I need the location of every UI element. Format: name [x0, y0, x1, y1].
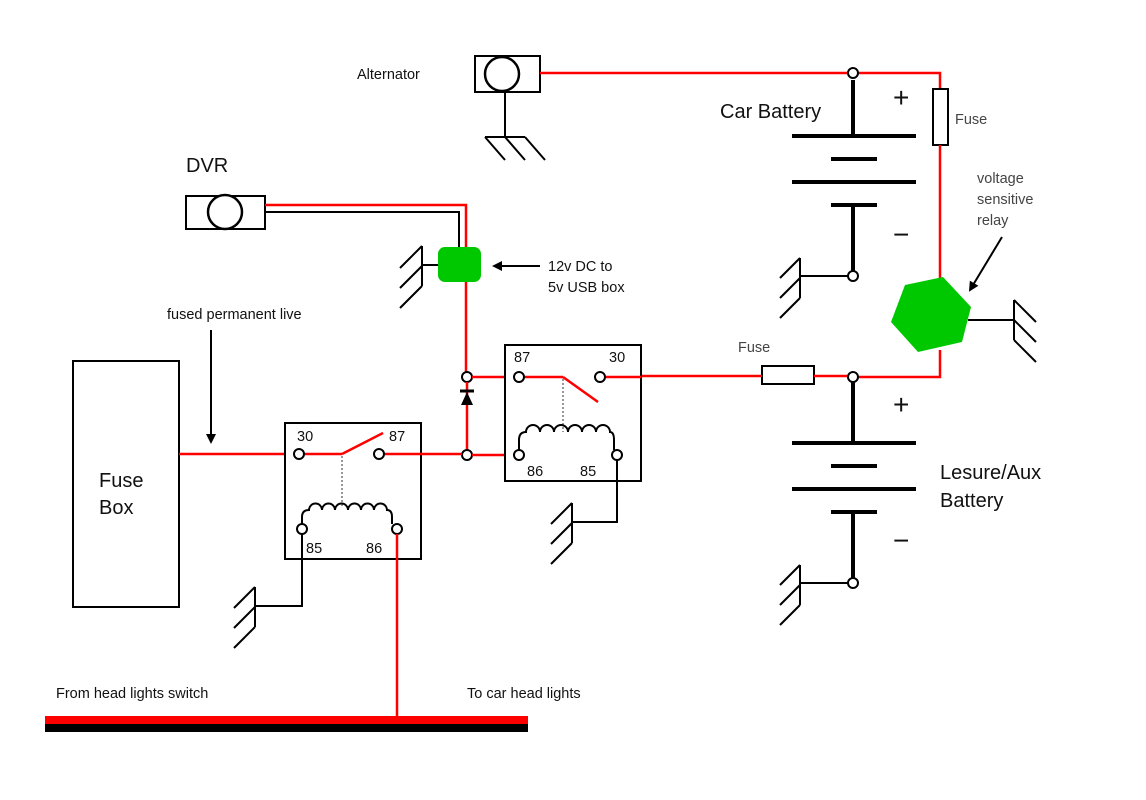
- dvr-label: DVR: [186, 155, 228, 177]
- headlights-live-wire: [45, 716, 528, 724]
- aux-battery-plus: +: [893, 389, 909, 420]
- relay-terminal-86: [391, 523, 403, 535]
- ground-icon: [1013, 299, 1037, 363]
- relay-terminal-87: [513, 371, 525, 383]
- relay-switch-arm: [341, 431, 384, 456]
- aux-battery-positive-terminal: [847, 371, 859, 383]
- voltage-sensitive-relay: voltage sensitive relay: [891, 171, 1037, 363]
- dvr-ground-wire: [265, 211, 460, 250]
- ground-icon: [233, 586, 256, 649]
- relay-left: 30 87 85 86: [233, 422, 462, 649]
- dvr-camera-icon: [206, 193, 244, 231]
- headlights-from-label: From head lights switch: [56, 686, 208, 702]
- fuse-mid-label: Fuse: [738, 340, 770, 356]
- headlights-bus: From head lights switch To car head ligh…: [45, 686, 581, 732]
- vsr-label-line1: voltage: [977, 171, 1024, 187]
- ground-icon: [550, 502, 573, 565]
- aux-battery-minus: −: [893, 525, 909, 556]
- relay-terminal-30: [594, 371, 606, 383]
- fuse-box-label-line2: Box: [99, 497, 133, 519]
- relay-left-pin-30: 30: [297, 429, 313, 445]
- fuse-mid: Fuse: [738, 340, 815, 385]
- relay-right-pin-30: 30: [609, 350, 625, 366]
- relay-left-pin-86: 86: [366, 541, 382, 557]
- fused-live-label: fused permanent live: [167, 307, 302, 323]
- relay-left-pin-85: 85: [306, 541, 322, 557]
- relay-terminal-87: [373, 448, 385, 460]
- vsr-to-aux-wire: [858, 350, 942, 379]
- relay-right: 87 30 86 85: [504, 344, 642, 565]
- car-battery: Car Battery + −: [720, 67, 916, 319]
- relay-right-pin-87: 87: [514, 350, 530, 366]
- vsr-label-line2: sensitive: [977, 192, 1033, 208]
- fuse-box: Fuse Box: [72, 360, 180, 608]
- alternator-live-wire: [540, 71, 942, 88]
- relay-coil-icon: [301, 502, 393, 524]
- car-battery-positive-terminal: [847, 67, 859, 79]
- aux-battery-label-line1: Lesure/Aux: [940, 462, 1041, 484]
- relay-coil-icon: [518, 424, 615, 450]
- fuse-box-label-line1: Fuse: [99, 470, 143, 492]
- relay-switch-arm: [562, 375, 599, 404]
- car-battery-negative-terminal: [847, 270, 859, 282]
- junction-terminal: [461, 371, 473, 383]
- usb-converter-box: 12v DC to 5v USB box: [399, 245, 625, 309]
- relay-terminal-85: [296, 523, 308, 535]
- aux-battery-negative-terminal: [847, 577, 859, 589]
- ground-icon: [779, 564, 801, 626]
- usb-box-label-line1: 12v DC to: [548, 259, 612, 275]
- car-battery-plus: +: [893, 82, 909, 113]
- fuse-icon: [932, 88, 949, 146]
- vsr-pointer-arrow: [968, 236, 1003, 292]
- ground-icon: [399, 245, 423, 309]
- relay-left-pin-87: 87: [389, 429, 405, 445]
- relay-terminal-85: [611, 449, 623, 461]
- dvr: DVR: [185, 155, 266, 231]
- relay-right-pin-85: 85: [580, 464, 596, 480]
- alternator-rotor-icon: [483, 55, 521, 93]
- car-battery-label: Car Battery: [720, 101, 821, 123]
- fuse-top-label: Fuse: [955, 112, 987, 128]
- relay-terminal-86: [513, 449, 525, 461]
- vsr-label-line3: relay: [977, 213, 1009, 229]
- ground-icon: [484, 136, 546, 161]
- relay-right-pin-86: 86: [527, 464, 543, 480]
- dvr-live-wire: [265, 203, 468, 250]
- usb-box-icon: [438, 247, 481, 282]
- usb-box-label-line2: 5v USB box: [548, 280, 625, 296]
- fuse-top: Fuse: [932, 88, 987, 146]
- junction-terminal: [461, 449, 473, 461]
- alternator-label: Alternator: [357, 67, 420, 83]
- relay-terminal-30: [293, 448, 305, 460]
- alternator: Alternator: [357, 55, 546, 161]
- fuse-box-outline: [72, 360, 180, 608]
- relay-box: [284, 422, 422, 560]
- aux-battery-label-line2: Battery: [940, 490, 1003, 512]
- headlights-to-label: To car head lights: [467, 686, 581, 702]
- car-battery-minus: −: [893, 219, 909, 250]
- fuse-icon: [761, 365, 815, 385]
- diode-triangle-icon: [461, 392, 473, 405]
- vsr-hexagon-icon: [891, 277, 971, 352]
- diode: [460, 371, 474, 461]
- headlights-ground-wire: [45, 724, 528, 732]
- aux-battery: + − Lesure/Aux Battery: [779, 371, 1041, 626]
- ground-icon: [779, 257, 801, 319]
